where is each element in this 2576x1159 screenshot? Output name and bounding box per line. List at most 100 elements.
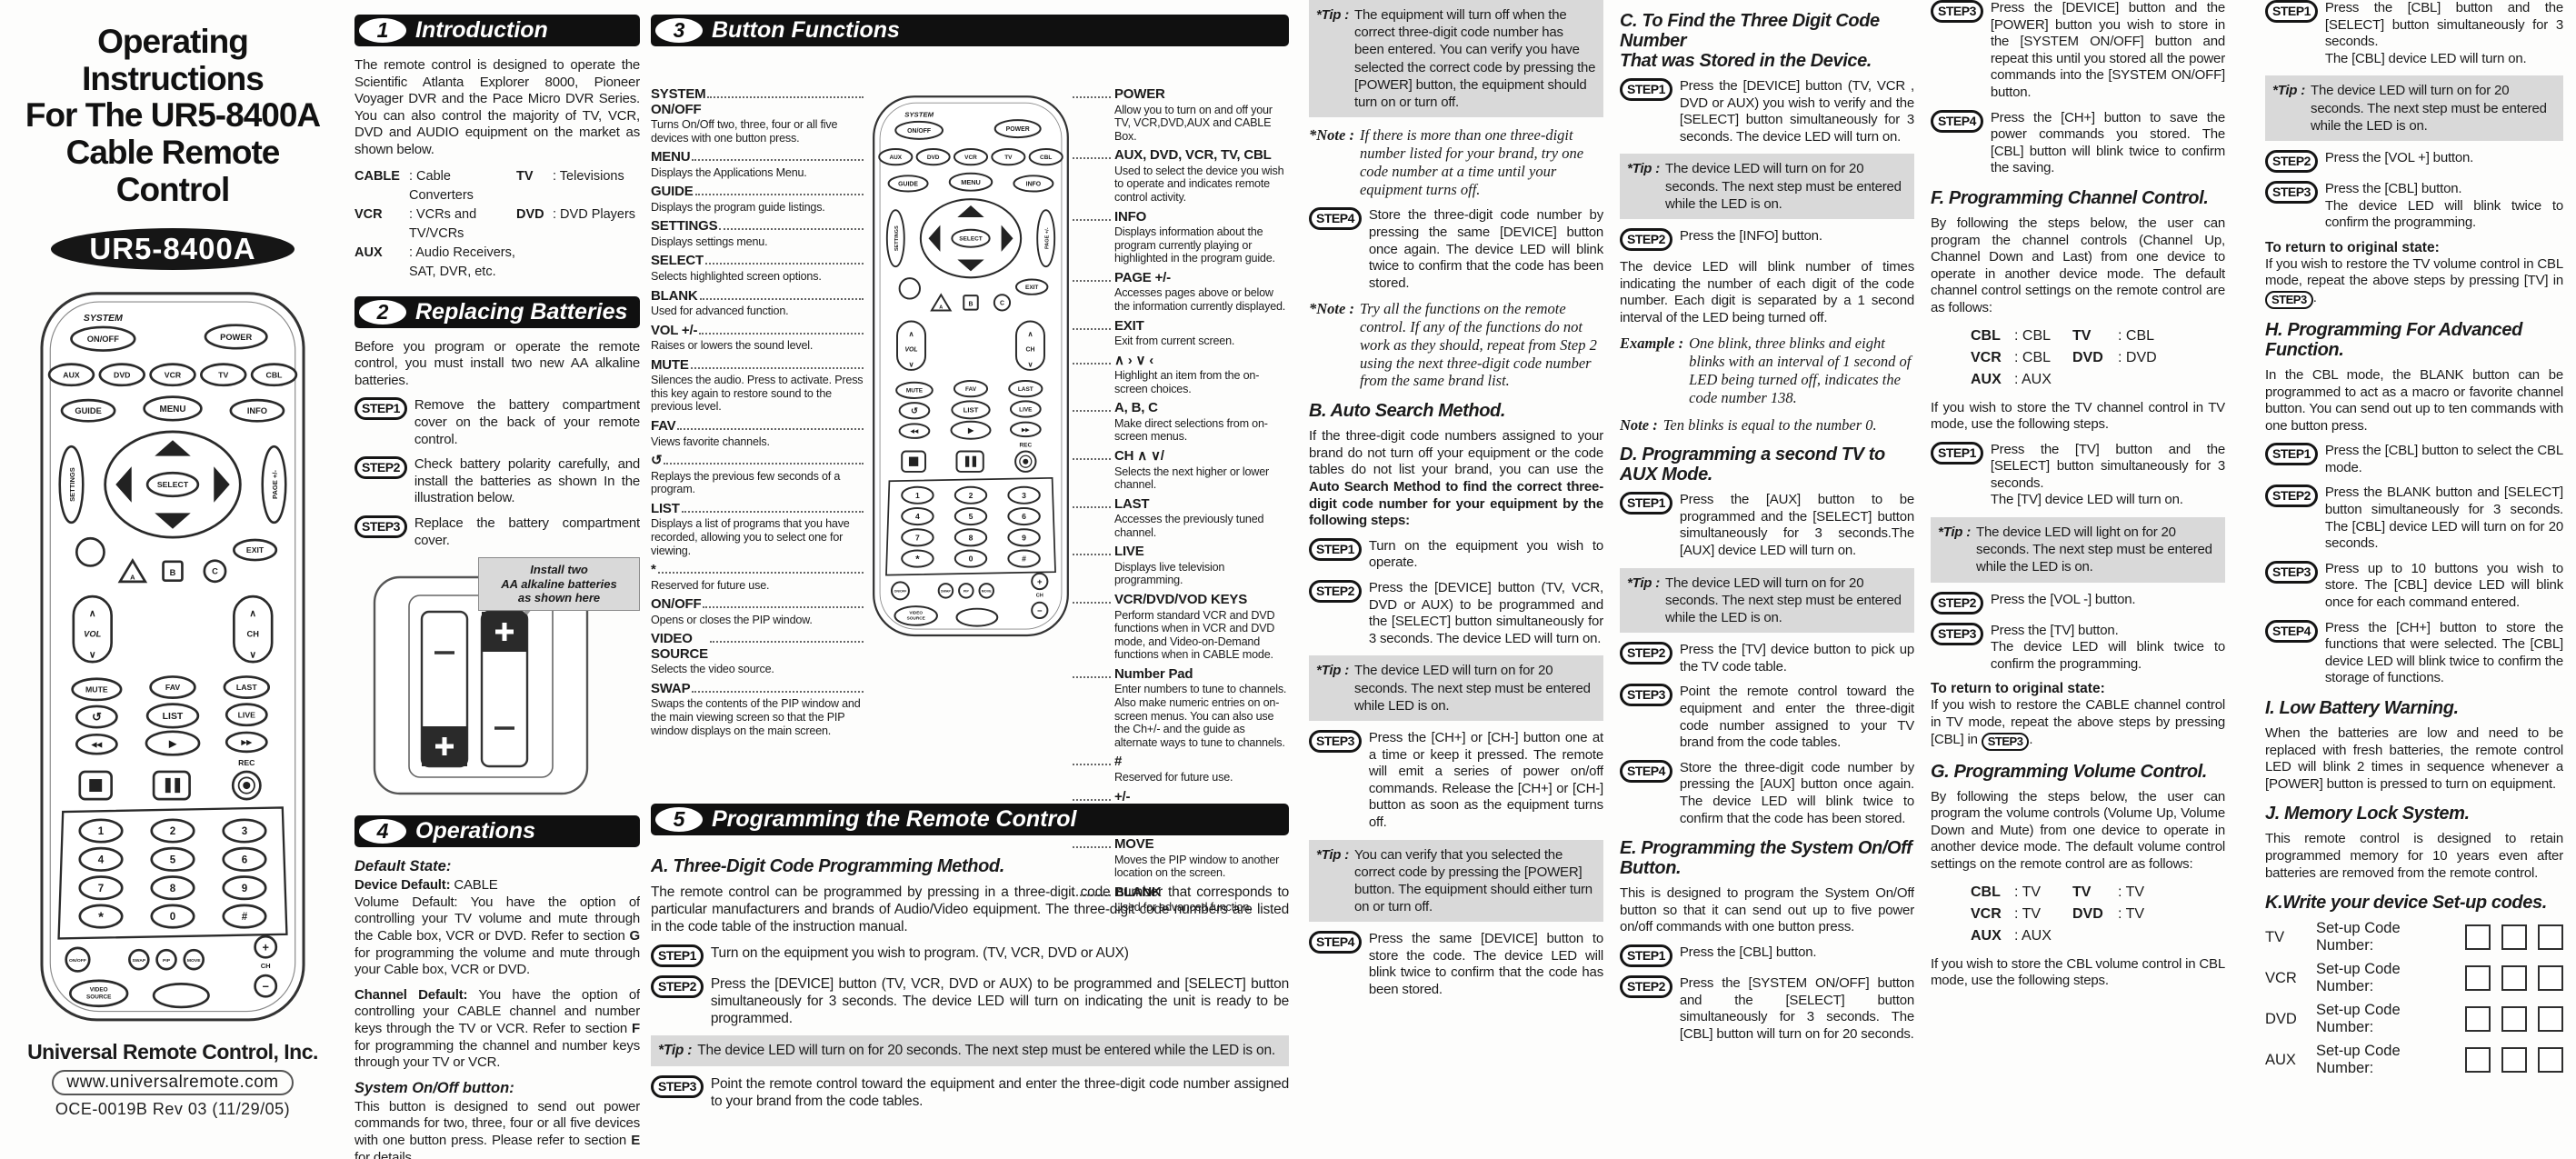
svg-text:LAST: LAST bbox=[1018, 386, 1033, 393]
button-label-description: Displays the Applications Menu. bbox=[651, 165, 807, 179]
button-label-name: BLANK bbox=[1114, 884, 1162, 900]
button-label-top: INFO bbox=[1073, 209, 1289, 225]
leader-dots bbox=[1073, 362, 1111, 365]
return-title: To return to original state: bbox=[2265, 239, 2440, 255]
tip-box: *Tip :The device LED will light on for 2… bbox=[1931, 517, 2225, 583]
note-text: One blink, three blinks and eight blinks… bbox=[1689, 335, 1912, 406]
note-label: *Note : bbox=[1309, 300, 1354, 318]
leader-dots bbox=[664, 463, 864, 465]
step-text: Press the same [DEVICE] button to store … bbox=[1368, 931, 1603, 998]
svg-text:#: # bbox=[1022, 555, 1026, 564]
paragraph: By following the steps below, the user c… bbox=[1931, 215, 2225, 315]
step-text: Press the [DEVICE] button (TV, VCR , DVD… bbox=[1679, 78, 1914, 145]
svg-text:#: # bbox=[242, 912, 248, 924]
step-text: Press the [CBL] button. bbox=[1679, 944, 1817, 960]
subsection-heading: E. Programming the System On/Off Button. bbox=[1620, 838, 1912, 879]
button-label-name: LIST bbox=[651, 500, 680, 516]
step-text: Press the [TV] device button to pick up … bbox=[1679, 642, 1914, 674]
section-number: 1 bbox=[359, 18, 406, 43]
svg-text:TV: TV bbox=[1004, 155, 1013, 161]
svg-text:▶: ▶ bbox=[967, 426, 974, 435]
tip-text: The equipment will turn off when the cor… bbox=[1354, 7, 1596, 110]
button-label: ∧ › ∨ ‹Highlight an item from the on-scr… bbox=[1073, 353, 1289, 396]
svg-text:MOVE: MOVE bbox=[187, 958, 201, 964]
column-tips-auto-search: *Tip :The equipment will turn off when t… bbox=[1309, 0, 1603, 1159]
step-text: Press the [AUX] button to be programmed … bbox=[1679, 492, 1914, 559]
step-badge: STEP3 bbox=[1931, 0, 1983, 23]
svg-text:▶: ▶ bbox=[168, 740, 177, 750]
button-label-name: MUTE bbox=[651, 356, 689, 373]
svg-text:EXIT: EXIT bbox=[1025, 285, 1038, 291]
section-bar-button-functions: 3 Button Functions bbox=[651, 15, 1289, 46]
svg-text:LIST: LIST bbox=[163, 713, 184, 723]
svg-text:∨: ∨ bbox=[249, 651, 256, 661]
svg-text:REC: REC bbox=[238, 758, 255, 767]
button-label-name: AUX, DVD, VCR, TV, CBL bbox=[1114, 147, 1272, 164]
step-text: Press the [DEVICE] button (TV, VCR, DVD … bbox=[1368, 580, 1603, 646]
svg-text:C: C bbox=[1000, 300, 1004, 306]
step-text: Turn on the equipment you wish to operat… bbox=[1368, 537, 1603, 571]
button-label-top: EXIT bbox=[1073, 317, 1289, 335]
tip-label: *Tip : bbox=[1627, 575, 1661, 591]
document-code: OCE-0019B Rev 03 (11/29/05) bbox=[55, 1100, 291, 1119]
paragraph: If you wish to store the CBL volume cont… bbox=[1931, 955, 2225, 989]
svg-text:1: 1 bbox=[98, 826, 105, 838]
subsection-heading: K.Write your device Set-up codes. bbox=[2265, 893, 2547, 914]
step-text: Press the [CH+] button to store the func… bbox=[2324, 619, 2563, 686]
device-mode: AUX bbox=[1971, 371, 2002, 387]
note-label: Example : bbox=[1620, 335, 1684, 353]
button-label-name: LIVE bbox=[1114, 544, 1144, 560]
tip-label: *Tip : bbox=[658, 1043, 693, 1059]
button-label-description: Used for advanced function. bbox=[1114, 901, 1253, 914]
svg-text:ON/OFF: ON/OFF bbox=[894, 590, 908, 594]
leader-dots bbox=[1073, 279, 1111, 282]
svg-text:PIP: PIP bbox=[163, 958, 171, 964]
button-label-top: SYSTEM ON/OFF bbox=[651, 86, 865, 117]
section-title: Programming the Remote Control bbox=[712, 806, 1077, 832]
svg-text:ON/OFF: ON/OFF bbox=[907, 128, 931, 135]
device-mode: CBL bbox=[1971, 327, 2001, 344]
svg-text:2: 2 bbox=[969, 491, 973, 500]
paragraph: Channel Default: You have the option of … bbox=[354, 986, 640, 1071]
model-badge: UR5-8400A bbox=[51, 228, 295, 271]
device-desc: : VCRs and TV/VCRs bbox=[409, 206, 477, 241]
step-text: Press the BLANK button and [SELECT] butt… bbox=[2324, 485, 2563, 552]
step-badge: STEP2 bbox=[354, 456, 407, 480]
button-label-name: EXIT bbox=[1114, 317, 1144, 334]
svg-text:∧: ∧ bbox=[249, 610, 256, 620]
setup-code-label: Set-up Code Number: bbox=[2316, 1002, 2401, 1036]
leader-dots bbox=[1073, 675, 1111, 678]
device-name: AUX bbox=[2265, 1051, 2296, 1068]
device-mode bbox=[2072, 925, 2118, 947]
code-entry-box bbox=[2501, 965, 2527, 992]
svg-text:ON/OFF: ON/OFF bbox=[69, 958, 86, 964]
section-title: Replacing Batteries bbox=[415, 298, 628, 325]
step-text: Press the [DEVICE] button (TV, VCR, DVD … bbox=[710, 975, 1289, 1027]
leader-dots bbox=[704, 263, 864, 265]
step-text: Remove the battery compartment cover on … bbox=[414, 397, 640, 447]
svg-text:DVD: DVD bbox=[927, 155, 940, 161]
subsection-heading: I. Low Battery Warning. bbox=[2265, 698, 2459, 718]
button-label-name: BLANK bbox=[651, 287, 698, 304]
device-mode: AUX bbox=[1971, 927, 2002, 944]
leader-dots bbox=[1073, 410, 1111, 413]
svg-text:◀◀: ◀◀ bbox=[91, 741, 104, 749]
button-label-description: Accesses pages above or below the inform… bbox=[1114, 286, 1286, 313]
step-text: Point the remote control toward the equi… bbox=[1679, 684, 1914, 751]
step-badge: STEP4 bbox=[2265, 619, 2318, 643]
button-label-top: LAST bbox=[1073, 496, 1289, 513]
svg-text:3: 3 bbox=[1022, 491, 1026, 500]
tip-box: *Tip :The device LED will turn on for 20… bbox=[1620, 567, 1914, 634]
